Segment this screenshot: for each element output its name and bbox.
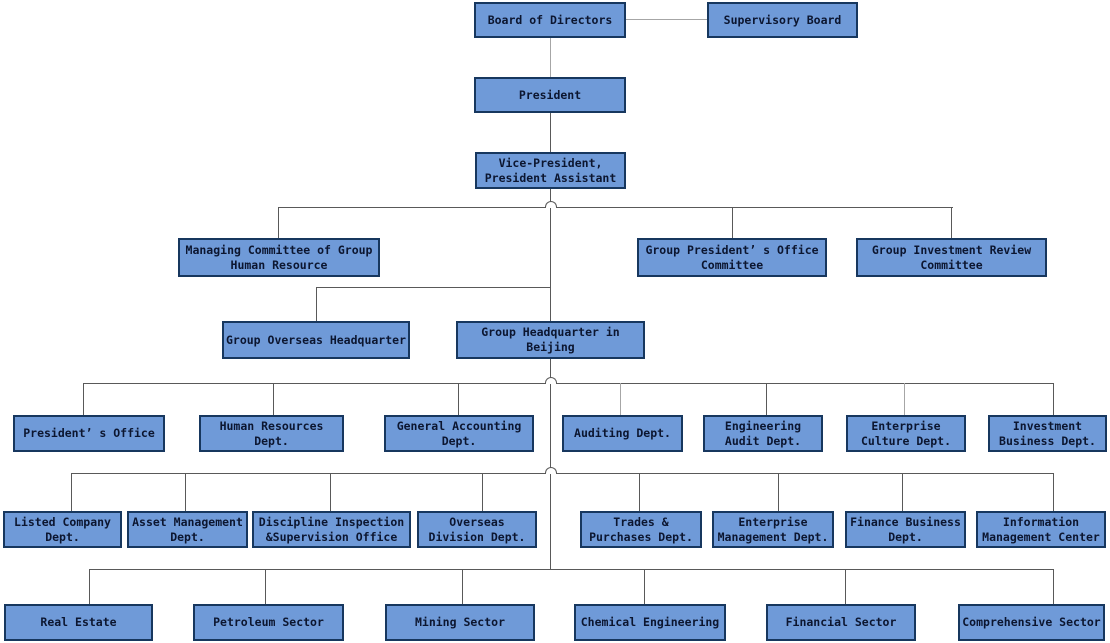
node-board-of-directors: Board of Directors (474, 2, 626, 38)
drop-managing-committee (278, 207, 279, 238)
drop-group-presidents-office-committee (732, 207, 733, 238)
drop-auditing (620, 383, 621, 415)
node-trades-purchases-dept: Trades & Purchases Dept. (580, 511, 702, 548)
node-asset-management-dept: Asset Management Dept. (127, 511, 248, 548)
node-comprehensive-sector: Comprehensive Sector (958, 604, 1105, 641)
node-supervisory-board: Supervisory Board (707, 2, 858, 38)
drop-petroleum-sector (265, 569, 266, 604)
connector-board-president (550, 38, 551, 77)
node-human-resources-dept: Human Resources Dept. (199, 415, 344, 452)
node-general-accounting-dept: General Accounting Dept. (384, 415, 534, 452)
drop-trades-purchases (639, 473, 640, 511)
bus-sectors (89, 569, 1053, 570)
bus-committees (278, 207, 953, 208)
node-financial-sector: Financial Sector (766, 604, 916, 641)
node-group-investment-review-committee: Group Investment Review Committee (856, 238, 1047, 277)
line-hop-icon (545, 201, 557, 208)
drop-finance-business (902, 473, 903, 511)
node-presidents-office: President’ s Office (13, 415, 165, 452)
node-engineering-audit-dept: Engineering Audit Dept. (703, 415, 823, 452)
drop-asset-management (185, 473, 186, 511)
branch-overseas-headquarter (316, 287, 551, 288)
drop-information-management (1053, 473, 1054, 511)
connector-president-vp (550, 113, 551, 152)
node-investment-business-dept: Investment Business Dept. (988, 415, 1107, 452)
line-hop-icon (545, 377, 557, 384)
node-petroleum-sector: Petroleum Sector (193, 604, 344, 641)
node-enterprise-culture-dept: Enterprise Culture Dept. (846, 415, 966, 452)
drop-presidents-office (83, 383, 84, 415)
bus-departments-row1 (83, 383, 1053, 384)
node-information-management-center: Information Management Center (976, 511, 1106, 548)
node-auditing-dept: Auditing Dept. (562, 415, 683, 452)
node-group-presidents-office-committee: Group President’ s Office Committee (637, 238, 827, 277)
node-discipline-inspection-office: Discipline Inspection &Supervision Offic… (252, 511, 411, 548)
node-real-estate: Real Estate (4, 604, 153, 641)
drop-overseas-division (482, 473, 483, 511)
drop-financial-sector (845, 569, 846, 604)
drop-general-accounting (458, 383, 459, 415)
drop-enterprise-culture (904, 383, 905, 415)
node-chemical-engineering: Chemical Engineering (574, 604, 726, 641)
drop-enterprise-management (778, 473, 779, 511)
connector-vp-to-beijing-hq (550, 189, 551, 321)
drop-group-overseas-headquarter (316, 287, 317, 321)
drop-engineering-audit (766, 383, 767, 415)
connector-board-supervisory (626, 19, 707, 20)
line-hop-icon (545, 467, 557, 474)
node-mining-sector: Mining Sector (385, 604, 535, 641)
drop-real-estate (89, 569, 90, 604)
drop-mining-sector (462, 569, 463, 604)
drop-comprehensive-sector (1053, 569, 1054, 604)
node-listed-company-dept: Listed Company Dept. (3, 511, 122, 548)
node-overseas-division-dept: Overseas Division Dept. (417, 511, 537, 548)
drop-human-resources (273, 383, 274, 415)
spine-beijing-hq-down (550, 359, 551, 569)
node-enterprise-management-dept: Enterprise Management Dept. (712, 511, 834, 548)
node-group-headquarter-beijing: Group Headquarter in Beijing (456, 321, 645, 359)
drop-discipline-inspection (330, 473, 331, 511)
node-vice-president: Vice-President, President Assistant (475, 152, 626, 189)
drop-chemical-engineering (644, 569, 645, 604)
drop-listed-company (71, 473, 72, 511)
bus-departments-row2 (71, 473, 1053, 474)
node-group-overseas-headquarter: Group Overseas Headquarter (222, 321, 410, 359)
drop-group-investment-review-committee (951, 207, 952, 238)
node-president: President (474, 77, 626, 113)
node-managing-committee: Managing Committee of Group Human Resour… (178, 238, 380, 277)
drop-investment-business (1053, 383, 1054, 415)
node-finance-business-dept: Finance Business Dept. (845, 511, 966, 548)
